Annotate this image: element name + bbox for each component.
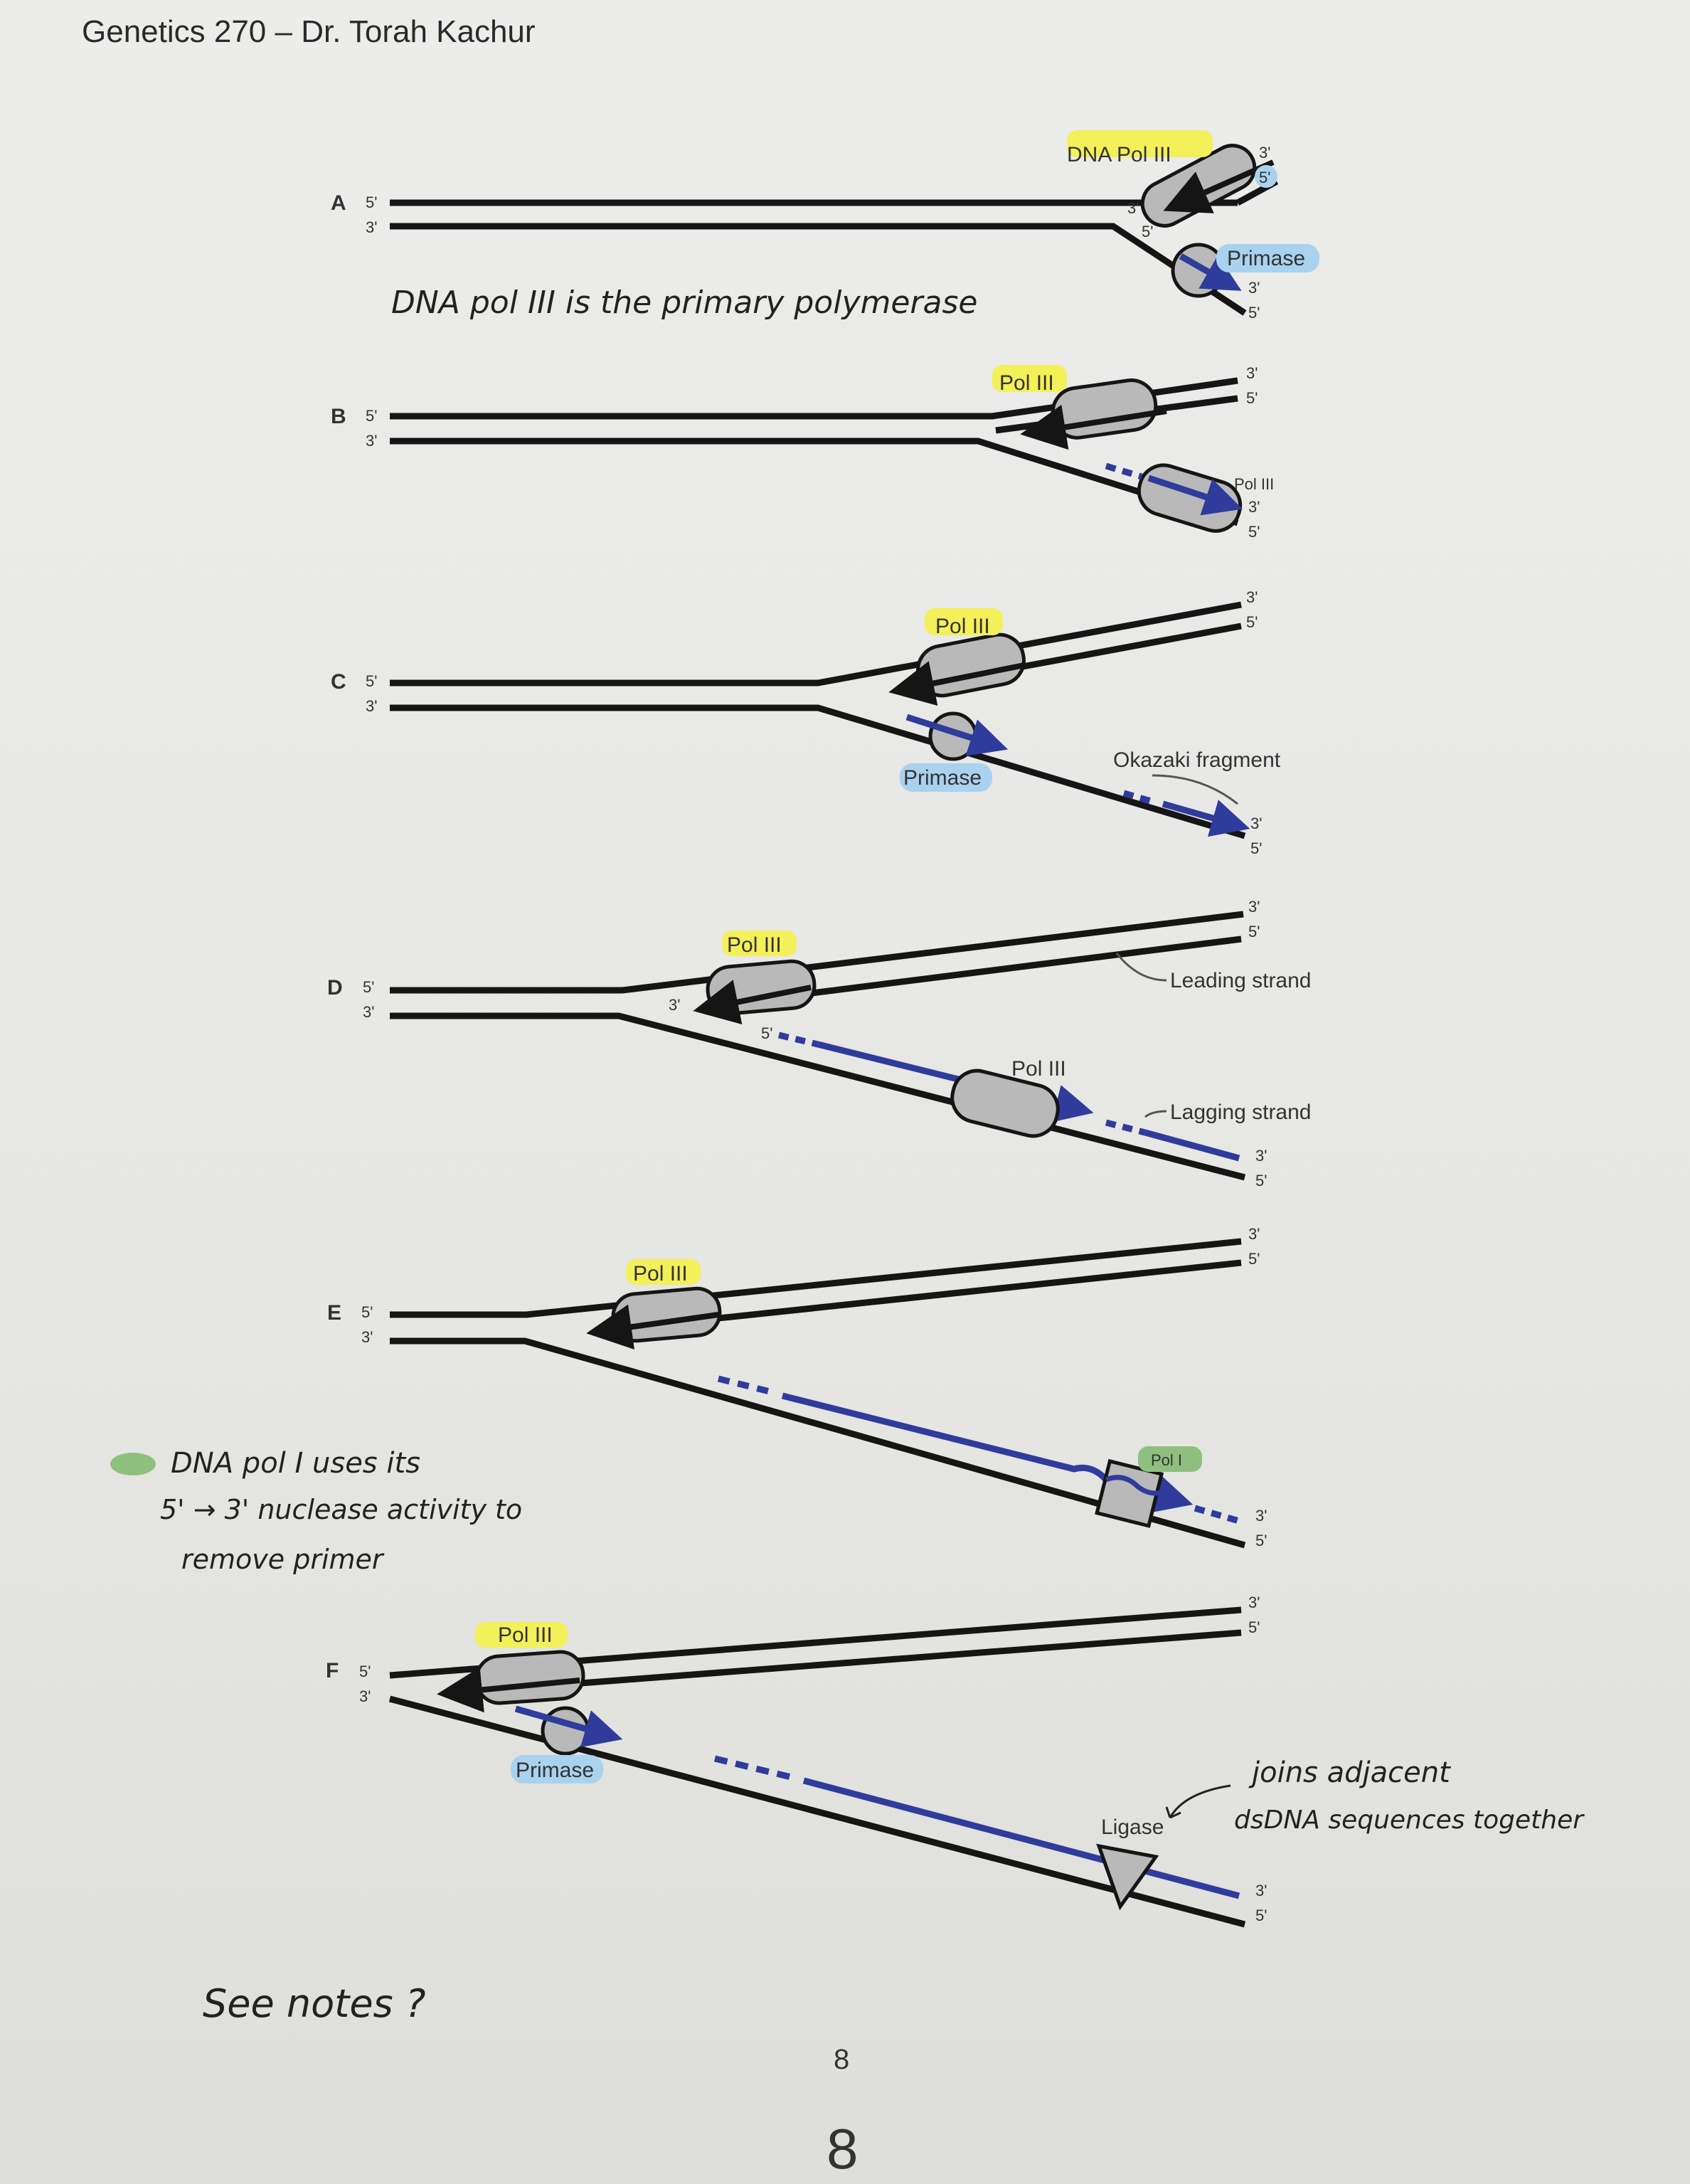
svg-text:5': 5' [1142, 223, 1153, 240]
panel-a: A 5' 3' DNA Pol III 3' 5' 3' 5' Primase … [331, 130, 1319, 322]
footer-handwritten-note: See notes ? [203, 1981, 426, 2026]
svg-text:3': 3' [1248, 1594, 1260, 1611]
panel-a-enzyme-top: DNA Pol III [1067, 143, 1171, 166]
panel-e: E 5' 3' Pol III 3' 5' Pol I 3' 5' DNA po… [110, 1225, 1267, 1575]
svg-text:C: C [331, 670, 346, 694]
svg-text:5': 5' [366, 672, 377, 690]
svg-text:DNA pol I uses its: DNA pol I uses its [171, 1447, 420, 1480]
svg-text:5': 5' [366, 407, 377, 425]
svg-text:Pol III: Pol III [498, 1623, 553, 1647]
svg-text:3': 3' [361, 1328, 373, 1346]
svg-text:Pol III: Pol III [1011, 1057, 1066, 1081]
page-number-printed: 8 [834, 2044, 849, 2075]
svg-text:5': 5' [1255, 1172, 1267, 1189]
svg-text:3': 3' [1255, 1507, 1267, 1525]
svg-text:Pol III: Pol III [1234, 475, 1274, 493]
svg-text:3': 3' [1248, 1225, 1260, 1243]
svg-text:5': 5' [1250, 839, 1262, 857]
panel-d-lagging-label: Lagging strand [1170, 1101, 1312, 1124]
panel-d-leading-label: Leading strand [1170, 969, 1312, 992]
svg-text:Pol III: Pol III [935, 615, 990, 638]
svg-text:5': 5' [1248, 304, 1260, 322]
svg-text:F: F [326, 1659, 339, 1682]
svg-text:D: D [327, 976, 343, 1000]
svg-text:3': 3' [1250, 815, 1262, 832]
green-marker [110, 1453, 156, 1475]
panel-b: B 5' 3' Pol III 3' 5' Pol III 3' 5' [331, 364, 1274, 541]
panel-a-handwritten-note: DNA pol III is the primary polymerase [391, 285, 977, 321]
svg-text:5': 5' [1248, 523, 1260, 541]
svg-text:5': 5' [1259, 169, 1270, 186]
svg-text:joins adjacent: joins adjacent [1248, 1756, 1451, 1789]
svg-text:3': 3' [366, 432, 377, 450]
svg-text:5': 5' [1246, 389, 1258, 407]
svg-text:3': 3' [1248, 498, 1260, 516]
panel-a-enzyme-bottom: Primase [1227, 247, 1305, 270]
svg-text:3': 3' [363, 1003, 374, 1021]
panel-a-five: 5' [366, 194, 377, 211]
panel-f-ligase-label: Ligase [1101, 1815, 1164, 1839]
panel-a-primase [1171, 243, 1226, 298]
svg-text:Primase: Primase [516, 1759, 594, 1782]
panel-d: D 5' 3' Pol III 3' 5' 3' 5' Leading stra… [327, 898, 1312, 1189]
panel-c: C 5' 3' Pol III 3' 5' Primase Okazaki fr… [331, 588, 1281, 857]
svg-text:Pol III: Pol III [633, 1262, 688, 1286]
svg-text:3': 3' [1246, 588, 1258, 606]
svg-text:3': 3' [1255, 1882, 1267, 1899]
svg-text:5': 5' [1248, 923, 1260, 940]
svg-text:3': 3' [669, 996, 680, 1014]
page-header: Genetics 270 – Dr. Torah Kachur [82, 14, 536, 49]
panel-f-pol-iii [474, 1650, 585, 1705]
svg-text:dsDNA sequences together: dsDNA sequences together [1234, 1806, 1585, 1835]
svg-text:5': 5' [359, 1663, 371, 1680]
svg-text:3': 3' [1248, 898, 1260, 916]
svg-text:3': 3' [1248, 279, 1260, 297]
svg-text:remove primer: remove primer [181, 1544, 385, 1575]
svg-text:5': 5' [361, 1303, 373, 1321]
panel-c-okazaki-callout: Okazaki fragment [1113, 748, 1281, 772]
svg-text:5': 5' [1255, 1907, 1267, 1924]
svg-text:B: B [331, 405, 346, 428]
panel-a-three: 3' [366, 218, 377, 236]
svg-text:5': 5' [1248, 1250, 1260, 1268]
svg-text:Primase: Primase [903, 766, 982, 790]
svg-text:5': 5' [761, 1024, 772, 1042]
svg-text:3': 3' [366, 697, 377, 715]
page-number-large: 8 [827, 2117, 859, 2180]
svg-text:5': 5' [1255, 1532, 1267, 1549]
svg-text:3': 3' [1255, 1147, 1267, 1165]
panel-f: F 5' 3' Pol III 3' 5' Primase Ligase joi… [326, 1594, 1585, 1928]
panel-a-3prime-top: 3' [1259, 144, 1270, 161]
svg-text:3': 3' [1127, 199, 1139, 217]
svg-text:3': 3' [359, 1687, 371, 1705]
svg-text:5': 5' [363, 978, 374, 996]
panel-f-ligase [1096, 1843, 1159, 1911]
panel-a-pol-highlight [1067, 130, 1213, 157]
svg-text:5': 5' [1246, 613, 1258, 631]
svg-text:3': 3' [1246, 364, 1258, 382]
panel-d-pol-iii-lagging [950, 1069, 1060, 1138]
svg-text:5': 5' [1248, 1618, 1260, 1636]
svg-text:Pol III: Pol III [999, 371, 1054, 395]
panel-b-pol-iii-bottom [1137, 463, 1243, 533]
svg-text:5' → 3' nuclease activity to: 5' → 3' nuclease activity to [160, 1494, 522, 1525]
svg-text:Pol I: Pol I [1151, 1451, 1182, 1469]
panel-a-letter: A [331, 191, 346, 215]
panel-b-pol-iii-top [1051, 378, 1158, 440]
svg-text:Pol III: Pol III [727, 933, 782, 957]
svg-text:E: E [327, 1301, 341, 1325]
